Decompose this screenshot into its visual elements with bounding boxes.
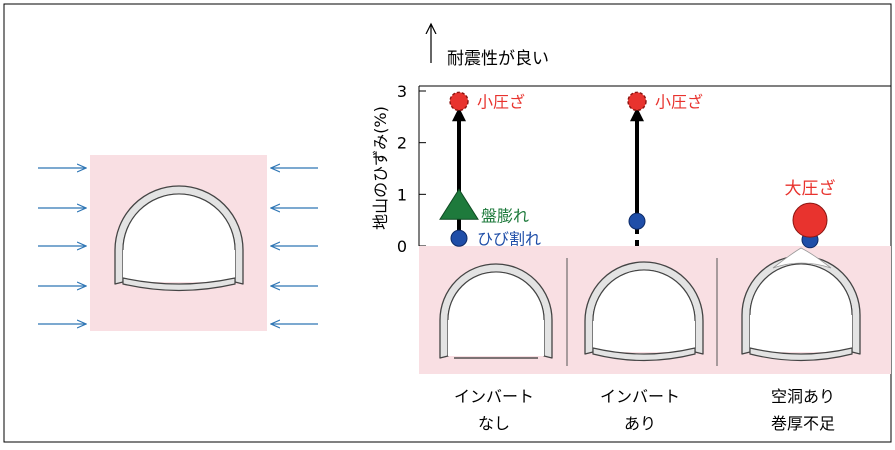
arrow-note: 耐震性が良い [447,49,549,69]
large-crush-point [792,202,828,238]
load-arrows [38,168,318,324]
tunnel-lining-icon [741,247,861,362]
point-label: ひび割れ [477,229,541,248]
y-axis-label: 地山のひずみ(%) [371,106,390,230]
y-tick-label: 0 [397,237,407,256]
point-label: 盤膨れ [481,206,529,225]
category-label-line2: なし [478,414,510,433]
crack-point [450,229,468,247]
tunnel-lining-icon [114,185,244,292]
point-label: 小圧ざ [655,92,703,111]
category-label-line2: あり [624,414,656,433]
progression-arrows [452,107,644,246]
outer-frame [3,3,892,443]
point-label: 大圧ざ [785,178,836,199]
crack-point [628,212,646,230]
category-label-line1: 空洞あり [771,387,835,406]
tunnel-lining-icon [584,261,704,362]
point-label: 小圧ざ [477,92,525,111]
y-ticks: 0 1 2 3 [397,82,426,256]
small-crush-point [627,91,647,112]
heave-point [439,188,479,220]
category-label-line2: 巻厚不足 [771,414,835,433]
tunnel-lining-icon [114,185,244,292]
category-tunnels [439,247,861,362]
left-loading-diagram [38,155,318,331]
y-tick-label: 2 [397,134,407,153]
category-label-line1: インバート [454,387,534,406]
y-tick-label: 3 [397,82,407,101]
small-crush-point [449,91,469,112]
y-tick-label: 1 [397,185,407,204]
category-label-line1: インバート [600,387,680,406]
tunnel-lining-icon [439,263,553,359]
